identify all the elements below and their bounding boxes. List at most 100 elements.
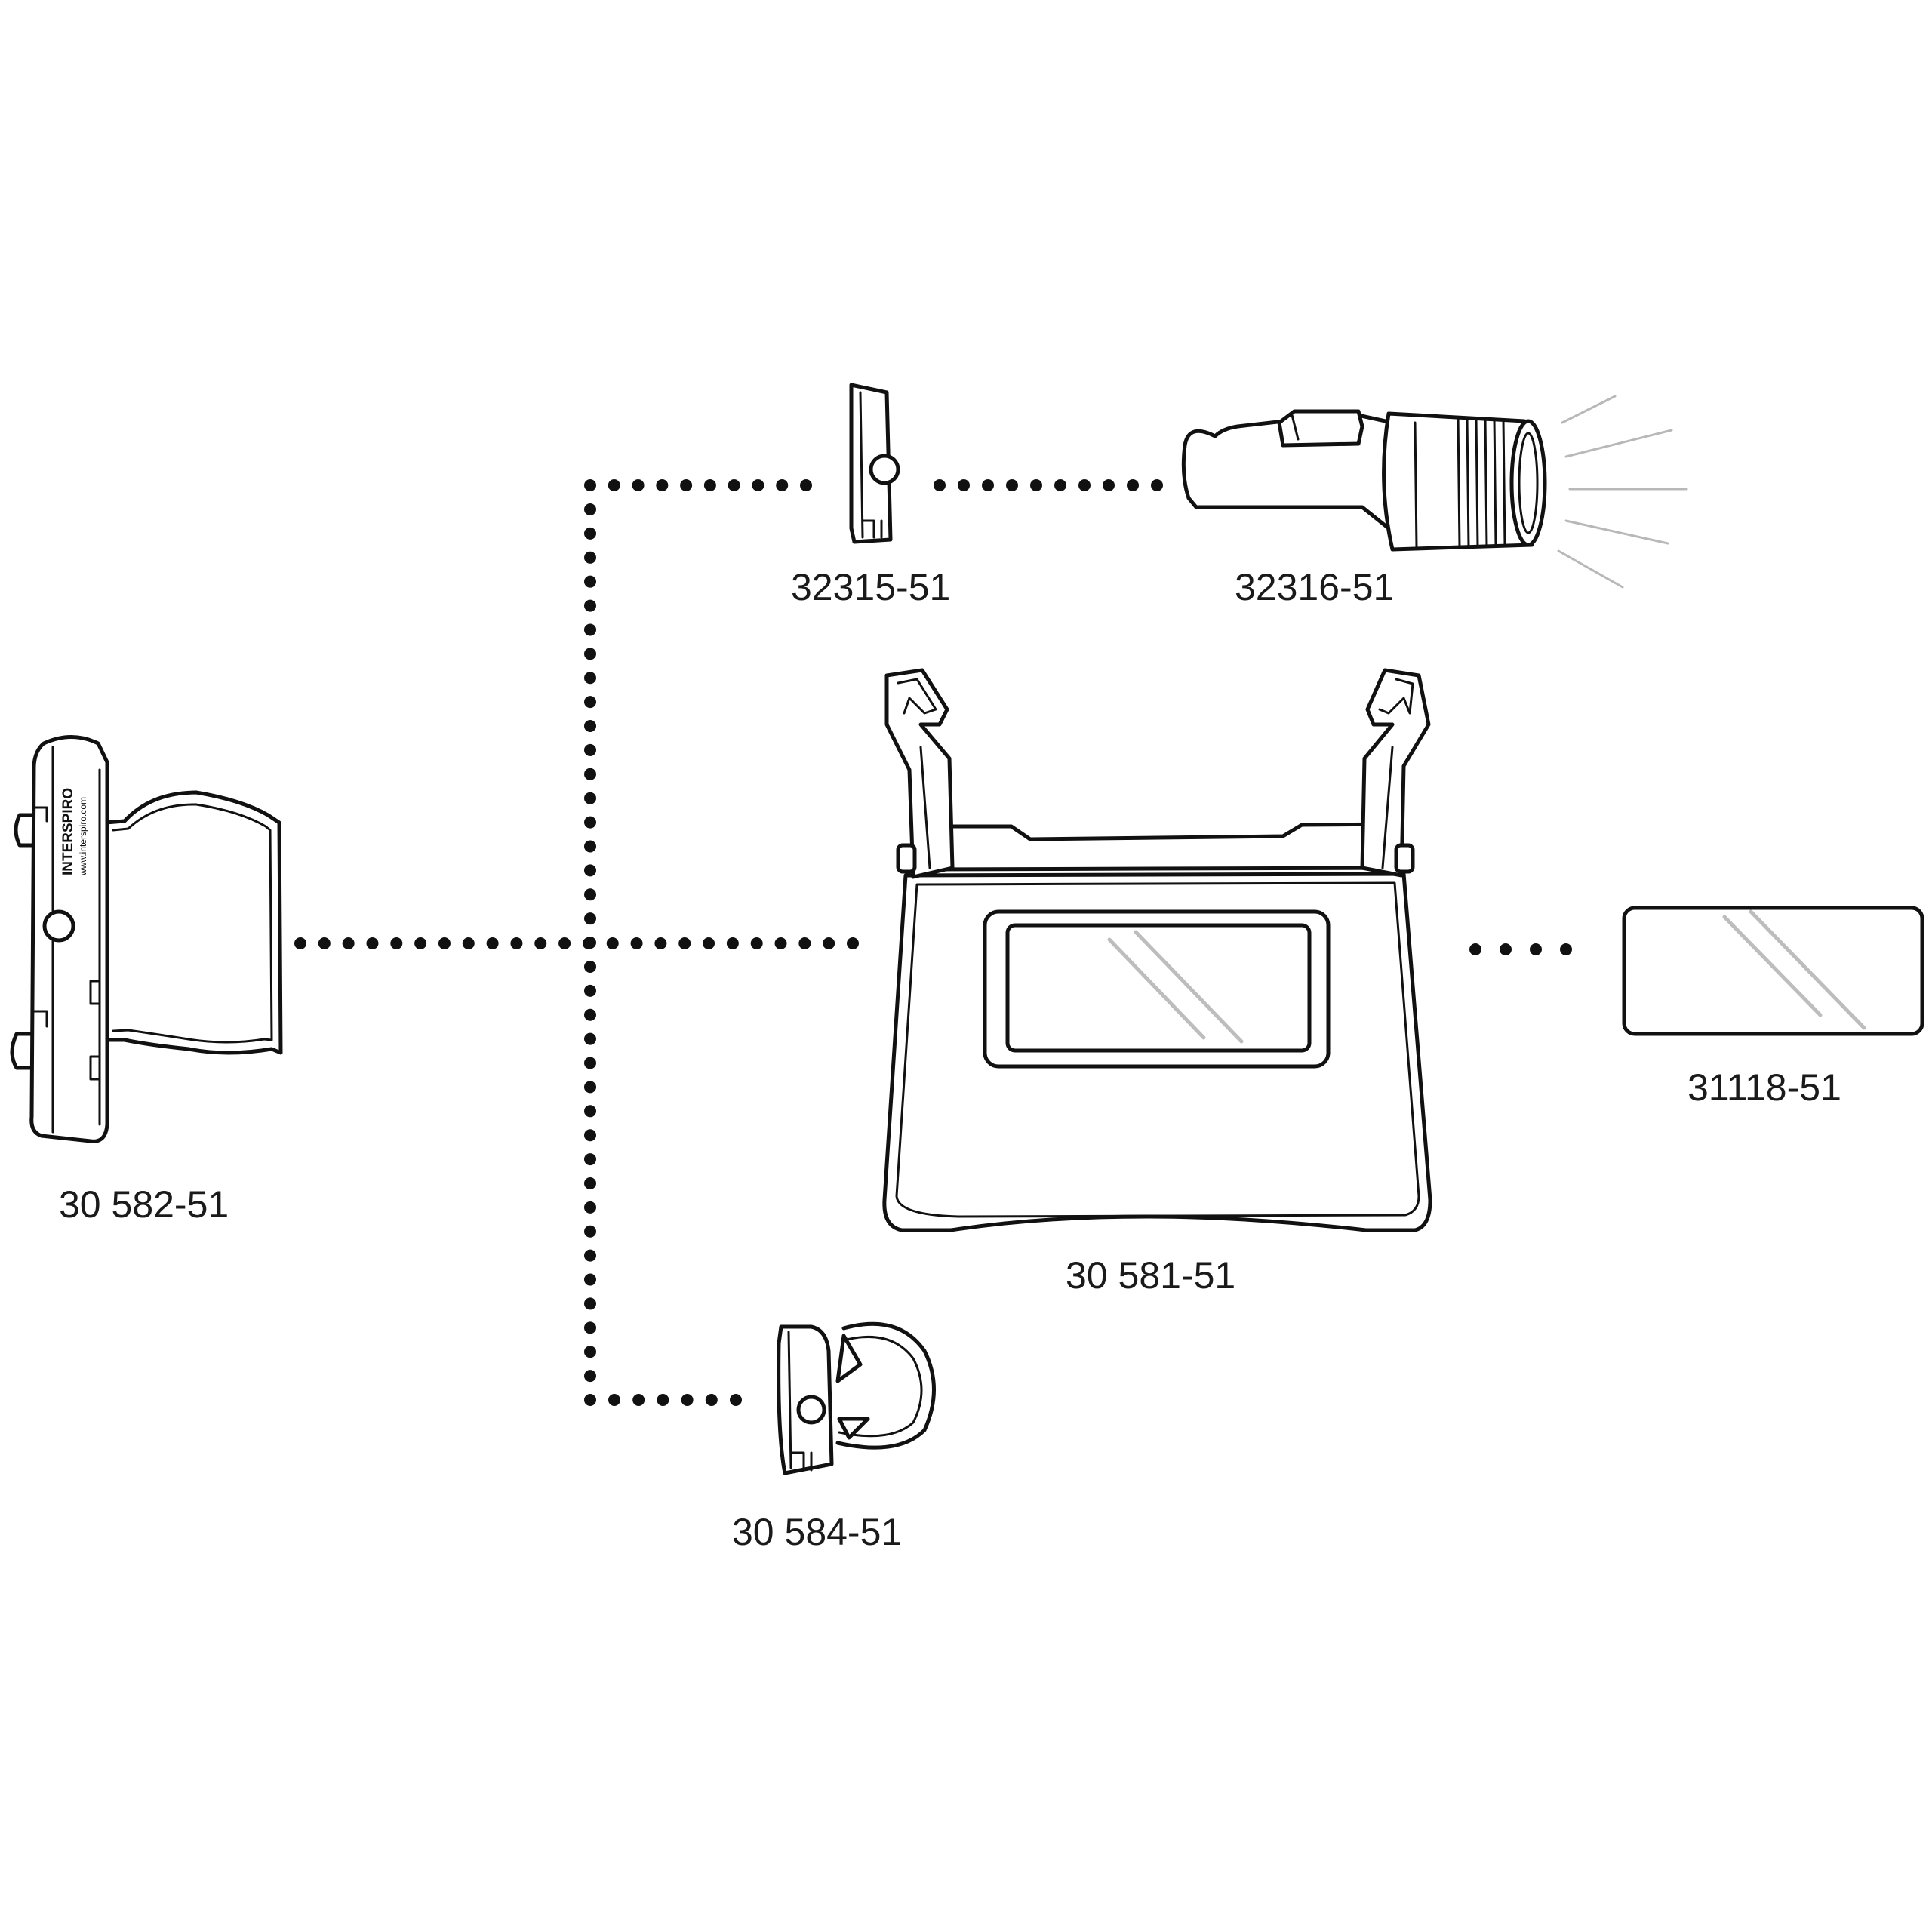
connector-dot xyxy=(584,1153,596,1166)
connector-dot xyxy=(584,575,596,588)
connector-dot xyxy=(1469,943,1481,955)
connector-dot xyxy=(934,479,946,491)
connector-dot xyxy=(632,479,645,491)
connector-dot xyxy=(584,1032,596,1045)
connector-vertical-trunk xyxy=(584,503,596,1406)
connector-dot xyxy=(462,937,475,949)
connector-dot xyxy=(438,937,451,949)
connector-dot xyxy=(534,937,547,949)
connector-dot xyxy=(584,623,596,636)
connector-dot xyxy=(608,1394,620,1406)
connector-dot xyxy=(584,816,596,829)
connector-bracket-to-visor xyxy=(294,937,859,949)
connector-dot xyxy=(390,937,403,949)
connector-dot xyxy=(294,937,306,949)
connector-dot xyxy=(584,1081,596,1094)
connector-dot xyxy=(584,864,596,877)
connector-dot xyxy=(342,937,355,949)
clip-light-mount xyxy=(849,383,900,544)
connector-dot xyxy=(584,960,596,973)
connector-to-ring-clip xyxy=(608,1394,742,1406)
connector-dot xyxy=(958,479,970,491)
connector-dot xyxy=(608,479,620,491)
connector-dot xyxy=(774,937,787,949)
connector-dot xyxy=(681,1394,694,1406)
connector-dot xyxy=(582,937,595,949)
connector-dot xyxy=(800,479,812,491)
connector-dot xyxy=(1151,479,1163,491)
connector-dot xyxy=(654,937,667,949)
connector-dot xyxy=(584,1225,596,1238)
connector-dot xyxy=(656,479,669,491)
connector-dot xyxy=(318,937,331,949)
connector-dot xyxy=(630,937,643,949)
connector-dot xyxy=(584,912,596,925)
connector-dot xyxy=(982,479,994,491)
visor-lens xyxy=(1622,906,1924,1036)
connector-dot xyxy=(510,937,523,949)
connector-dot xyxy=(584,551,596,564)
connector-dot xyxy=(1054,479,1066,491)
part-label-ring-clip: 30 584-51 xyxy=(732,1511,902,1553)
connector-dot xyxy=(584,1321,596,1334)
connector-dot xyxy=(752,479,764,491)
connector-visor-to-lens xyxy=(1469,943,1572,955)
connector-dot xyxy=(584,503,596,515)
connector-dot xyxy=(1500,943,1512,955)
ring-clip xyxy=(777,1321,936,1475)
connector-dot xyxy=(584,479,596,491)
connector-dot xyxy=(730,1394,742,1406)
connector-dot xyxy=(703,937,715,949)
connector-dot xyxy=(558,937,571,949)
connector-dot xyxy=(486,937,499,949)
connector-dot xyxy=(1030,479,1042,491)
connector-dot xyxy=(584,1008,596,1021)
connector-dot xyxy=(584,1297,596,1310)
connector-dot xyxy=(584,840,596,853)
connector-dot xyxy=(728,479,740,491)
connector-dot xyxy=(703,479,716,491)
connector-dot xyxy=(1127,479,1139,491)
connector-dot xyxy=(584,1394,596,1406)
connector-dot xyxy=(1078,479,1091,491)
connector-dot xyxy=(678,937,691,949)
connector-dot xyxy=(606,937,619,949)
connector-dot xyxy=(584,599,596,612)
connector-dot xyxy=(1560,943,1572,955)
connector-to-clip-light-mount xyxy=(584,479,812,491)
part-label-visor-frame: 30 581-51 xyxy=(1066,1254,1235,1297)
brand-logo: INTERSPIRO www.interspiro.com xyxy=(60,788,88,876)
connector-dot xyxy=(584,527,596,540)
connector-dot xyxy=(584,743,596,756)
connector-dot xyxy=(584,1346,596,1358)
connector-dot xyxy=(657,1394,669,1406)
connector-dot xyxy=(584,720,596,733)
connector-dot xyxy=(366,937,379,949)
connector-dot xyxy=(414,937,427,949)
connector-dot xyxy=(584,1057,596,1069)
connector-dot xyxy=(584,1370,596,1383)
connector-dot xyxy=(1103,479,1115,491)
connector-dot xyxy=(584,1249,596,1262)
connector-dot xyxy=(584,1201,596,1214)
svg-text:INTERSPIRO: INTERSPIRO xyxy=(60,788,76,875)
torch xyxy=(1181,395,1688,589)
connector-clip-to-torch xyxy=(934,479,1163,491)
connector-dot xyxy=(705,1394,718,1406)
connector-dot xyxy=(776,479,789,491)
connector-dot xyxy=(726,937,739,949)
connector-dot xyxy=(1006,479,1018,491)
connector-dot xyxy=(823,937,835,949)
svg-text:www.interspiro.com: www.interspiro.com xyxy=(78,797,88,876)
connector-dot xyxy=(584,1105,596,1118)
connector-dot xyxy=(584,1177,596,1189)
connector-dot xyxy=(584,888,596,901)
connector-dot xyxy=(584,648,596,660)
part-label-visor-lens: 31118-51 xyxy=(1687,1066,1841,1109)
connector-lines xyxy=(294,479,1572,1406)
connector-dot xyxy=(584,696,596,709)
connector-dot xyxy=(584,768,596,780)
part-label-clip-light-mount: 32315-51 xyxy=(791,566,950,608)
connector-dot xyxy=(680,479,693,491)
